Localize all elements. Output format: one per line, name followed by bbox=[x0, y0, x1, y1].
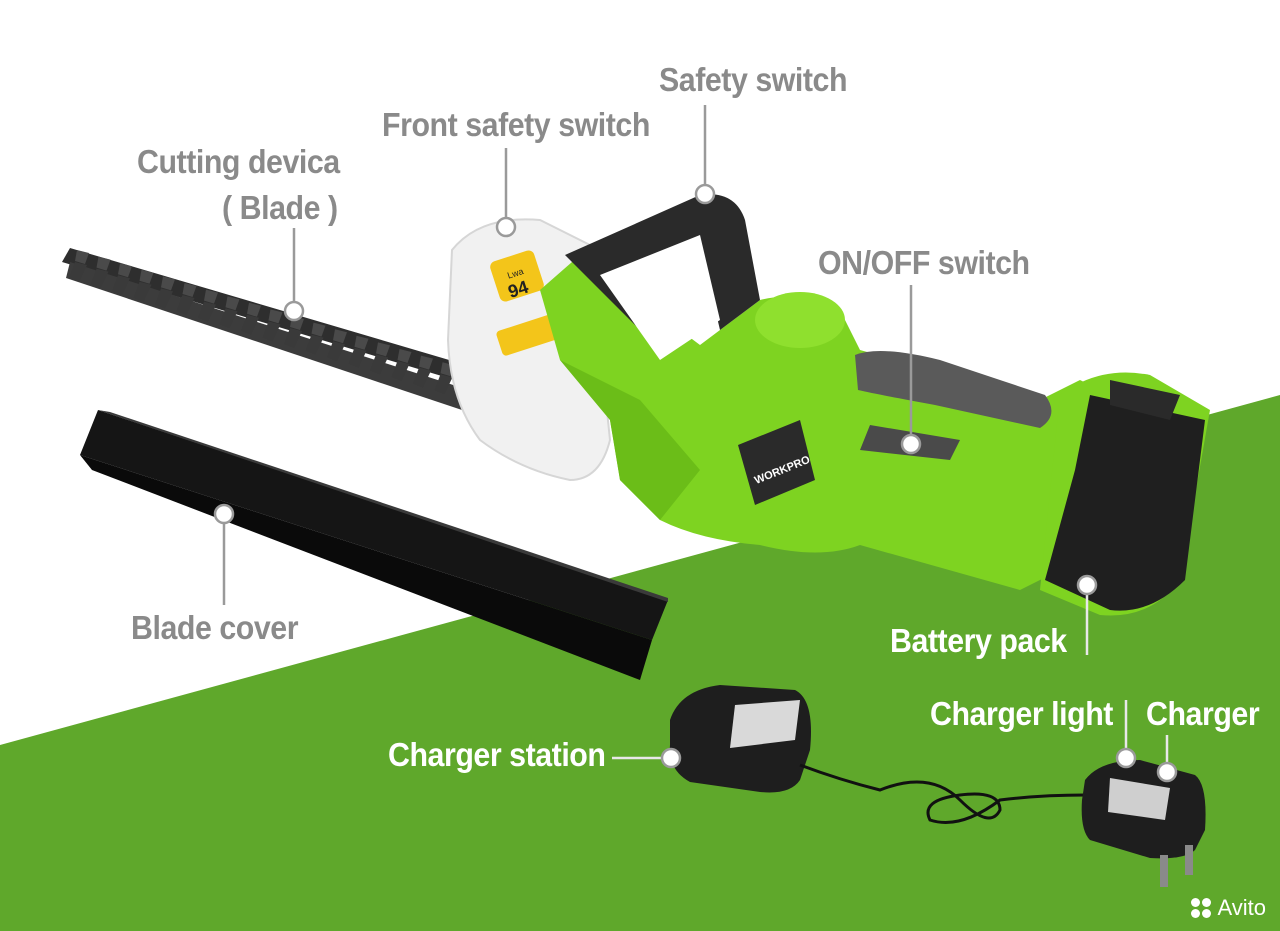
tool-body bbox=[540, 194, 1210, 616]
blade-tooth bbox=[96, 256, 111, 271]
avito-watermark: Avito bbox=[1191, 895, 1266, 921]
blade-tooth bbox=[69, 262, 87, 282]
blade-tooth bbox=[118, 263, 132, 278]
blade-tooth bbox=[247, 302, 261, 317]
blade-tooth bbox=[204, 289, 218, 304]
blade-tooth bbox=[397, 349, 412, 363]
blade-tooth bbox=[354, 335, 369, 350]
blade-tooth bbox=[348, 347, 367, 368]
blade-tooth bbox=[311, 322, 326, 337]
blade-tooth bbox=[241, 314, 259, 335]
label-on-off-switch: ON/OFF switch bbox=[818, 244, 1030, 281]
blade-tooth bbox=[413, 367, 431, 388]
blade-tooth bbox=[219, 308, 238, 329]
blade-tooth bbox=[419, 355, 433, 370]
blade-tooth bbox=[198, 301, 216, 322]
blade-tooth bbox=[333, 329, 347, 344]
blade-tooth bbox=[434, 374, 453, 395]
label-charger-station: Charger station bbox=[388, 736, 606, 773]
label-safety-switch: Safety switch bbox=[659, 61, 848, 98]
watermark-text: Avito bbox=[1217, 895, 1266, 920]
blade-tooth bbox=[305, 334, 324, 355]
blade-tooth bbox=[284, 328, 302, 348]
leader-lines bbox=[222, 105, 913, 605]
blade-tooth bbox=[90, 268, 109, 289]
label-blade-cover: Blade cover bbox=[131, 609, 299, 646]
blade-tooth bbox=[225, 296, 240, 311]
blade-tooth bbox=[262, 321, 281, 342]
blade-tooth bbox=[112, 275, 130, 296]
leader-dots bbox=[213, 183, 1178, 783]
label-cutting-device-line2: ( Blade ) bbox=[222, 189, 338, 226]
blade-tooth bbox=[133, 281, 152, 302]
noise-label-top: Lwa bbox=[506, 266, 525, 281]
blade-tooth bbox=[176, 295, 195, 315]
charger-station bbox=[669, 685, 811, 793]
label-charger-light: Charger light bbox=[930, 695, 1113, 732]
blade-tooth bbox=[376, 342, 390, 357]
blade-tooth bbox=[370, 354, 388, 375]
label-front-safety-switch: Front safety switch bbox=[382, 106, 650, 143]
blade-tooth bbox=[391, 361, 410, 381]
avito-logo-icon bbox=[1191, 898, 1212, 918]
blade-tooth bbox=[268, 309, 283, 324]
charger-plug bbox=[1081, 760, 1206, 887]
charger-cable bbox=[799, 763, 1086, 824]
blade-tooth bbox=[155, 288, 173, 309]
label-battery-pack: Battery pack bbox=[890, 622, 1067, 659]
blade-tooth bbox=[139, 269, 154, 284]
blade-tooth bbox=[161, 276, 175, 291]
label-cutting-device-line1: Cutting devica bbox=[137, 143, 340, 180]
cutting-blade bbox=[62, 248, 500, 420]
label-charger: Charger bbox=[1146, 695, 1260, 732]
blade-tooth bbox=[75, 250, 89, 264]
blade-tooth bbox=[327, 341, 345, 362]
blade-tooth bbox=[182, 283, 197, 297]
